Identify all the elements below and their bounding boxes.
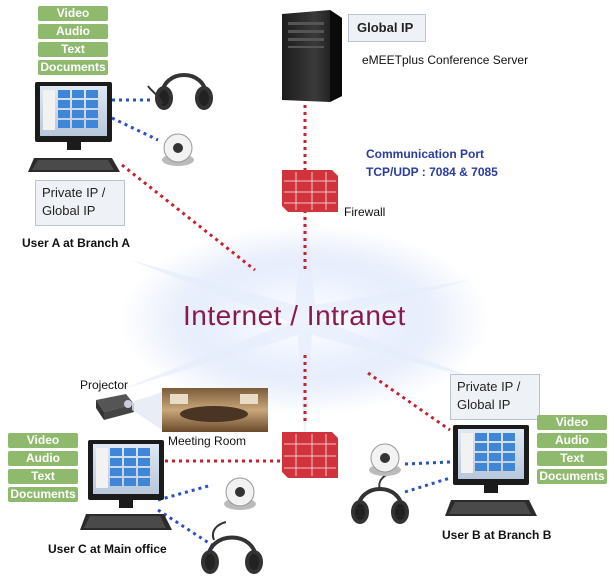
user-b-webcam-icon bbox=[369, 443, 401, 476]
user-b-computer-icon bbox=[445, 425, 537, 516]
projector-beam bbox=[132, 392, 162, 430]
server-name: eMEETplus Conference Server bbox=[362, 53, 529, 67]
meeting-room-label: Meeting Room bbox=[168, 434, 247, 448]
server-icon bbox=[282, 10, 342, 102]
internet-glow bbox=[120, 200, 490, 450]
user-b-ip-box: Private IP / Global IP bbox=[450, 374, 540, 420]
tag-text: Text bbox=[8, 469, 78, 484]
user-c-caption: User C at Main office bbox=[48, 542, 167, 556]
user-b-headset-icon bbox=[351, 473, 409, 524]
user-b-link bbox=[367, 371, 451, 432]
projector-label: Projector bbox=[80, 378, 129, 392]
user-b-ip-line2: Global IP bbox=[457, 397, 511, 412]
user-b-ip-line1: Private IP / bbox=[457, 379, 521, 394]
tag-documents: Documents bbox=[38, 60, 108, 75]
tag-video: Video bbox=[8, 433, 78, 448]
user-a-webcam-icon bbox=[162, 133, 194, 166]
user-a-ip-line2: Global IP bbox=[42, 203, 96, 218]
firewall-main-office-icon bbox=[282, 432, 338, 478]
user-a-caption: User A at Branch A bbox=[22, 236, 131, 250]
tag-audio: Audio bbox=[537, 433, 607, 448]
communication-port-numbers: TCP/UDP : 7084 & 7085 bbox=[366, 165, 498, 179]
user-c-computer-icon bbox=[80, 440, 172, 530]
meeting-room-image bbox=[162, 388, 268, 432]
tag-video: Video bbox=[38, 6, 108, 21]
user-a-ip-box: Private IP / Global IP bbox=[35, 180, 125, 226]
user-b-caption: User B at Branch B bbox=[442, 528, 552, 542]
user-c-webcam-icon bbox=[224, 477, 256, 510]
blue-links bbox=[111, 98, 451, 547]
user-a-ip-line1: Private IP / bbox=[42, 185, 106, 200]
user-a-link bbox=[121, 163, 256, 272]
tag-documents: Documents bbox=[8, 487, 78, 502]
user-a-computer-icon bbox=[28, 82, 120, 172]
server-global-ip-badge: Global IP bbox=[348, 14, 426, 42]
projector-icon bbox=[96, 394, 134, 420]
tag-audio: Audio bbox=[8, 451, 78, 466]
tag-text: Text bbox=[537, 451, 607, 466]
user-c-headset-icon bbox=[201, 521, 263, 574]
network-label: Internet / Intranet bbox=[183, 300, 406, 331]
firewall-icon bbox=[282, 170, 338, 212]
tag-audio: Audio bbox=[38, 24, 108, 39]
firewall-label: Firewall bbox=[344, 205, 386, 219]
user-a-headset-icon bbox=[147, 73, 213, 110]
tag-documents: Documents bbox=[537, 469, 607, 484]
communication-port-title: Communication Port bbox=[366, 147, 485, 161]
tag-text: Text bbox=[38, 42, 108, 57]
tag-video: Video bbox=[537, 415, 607, 430]
